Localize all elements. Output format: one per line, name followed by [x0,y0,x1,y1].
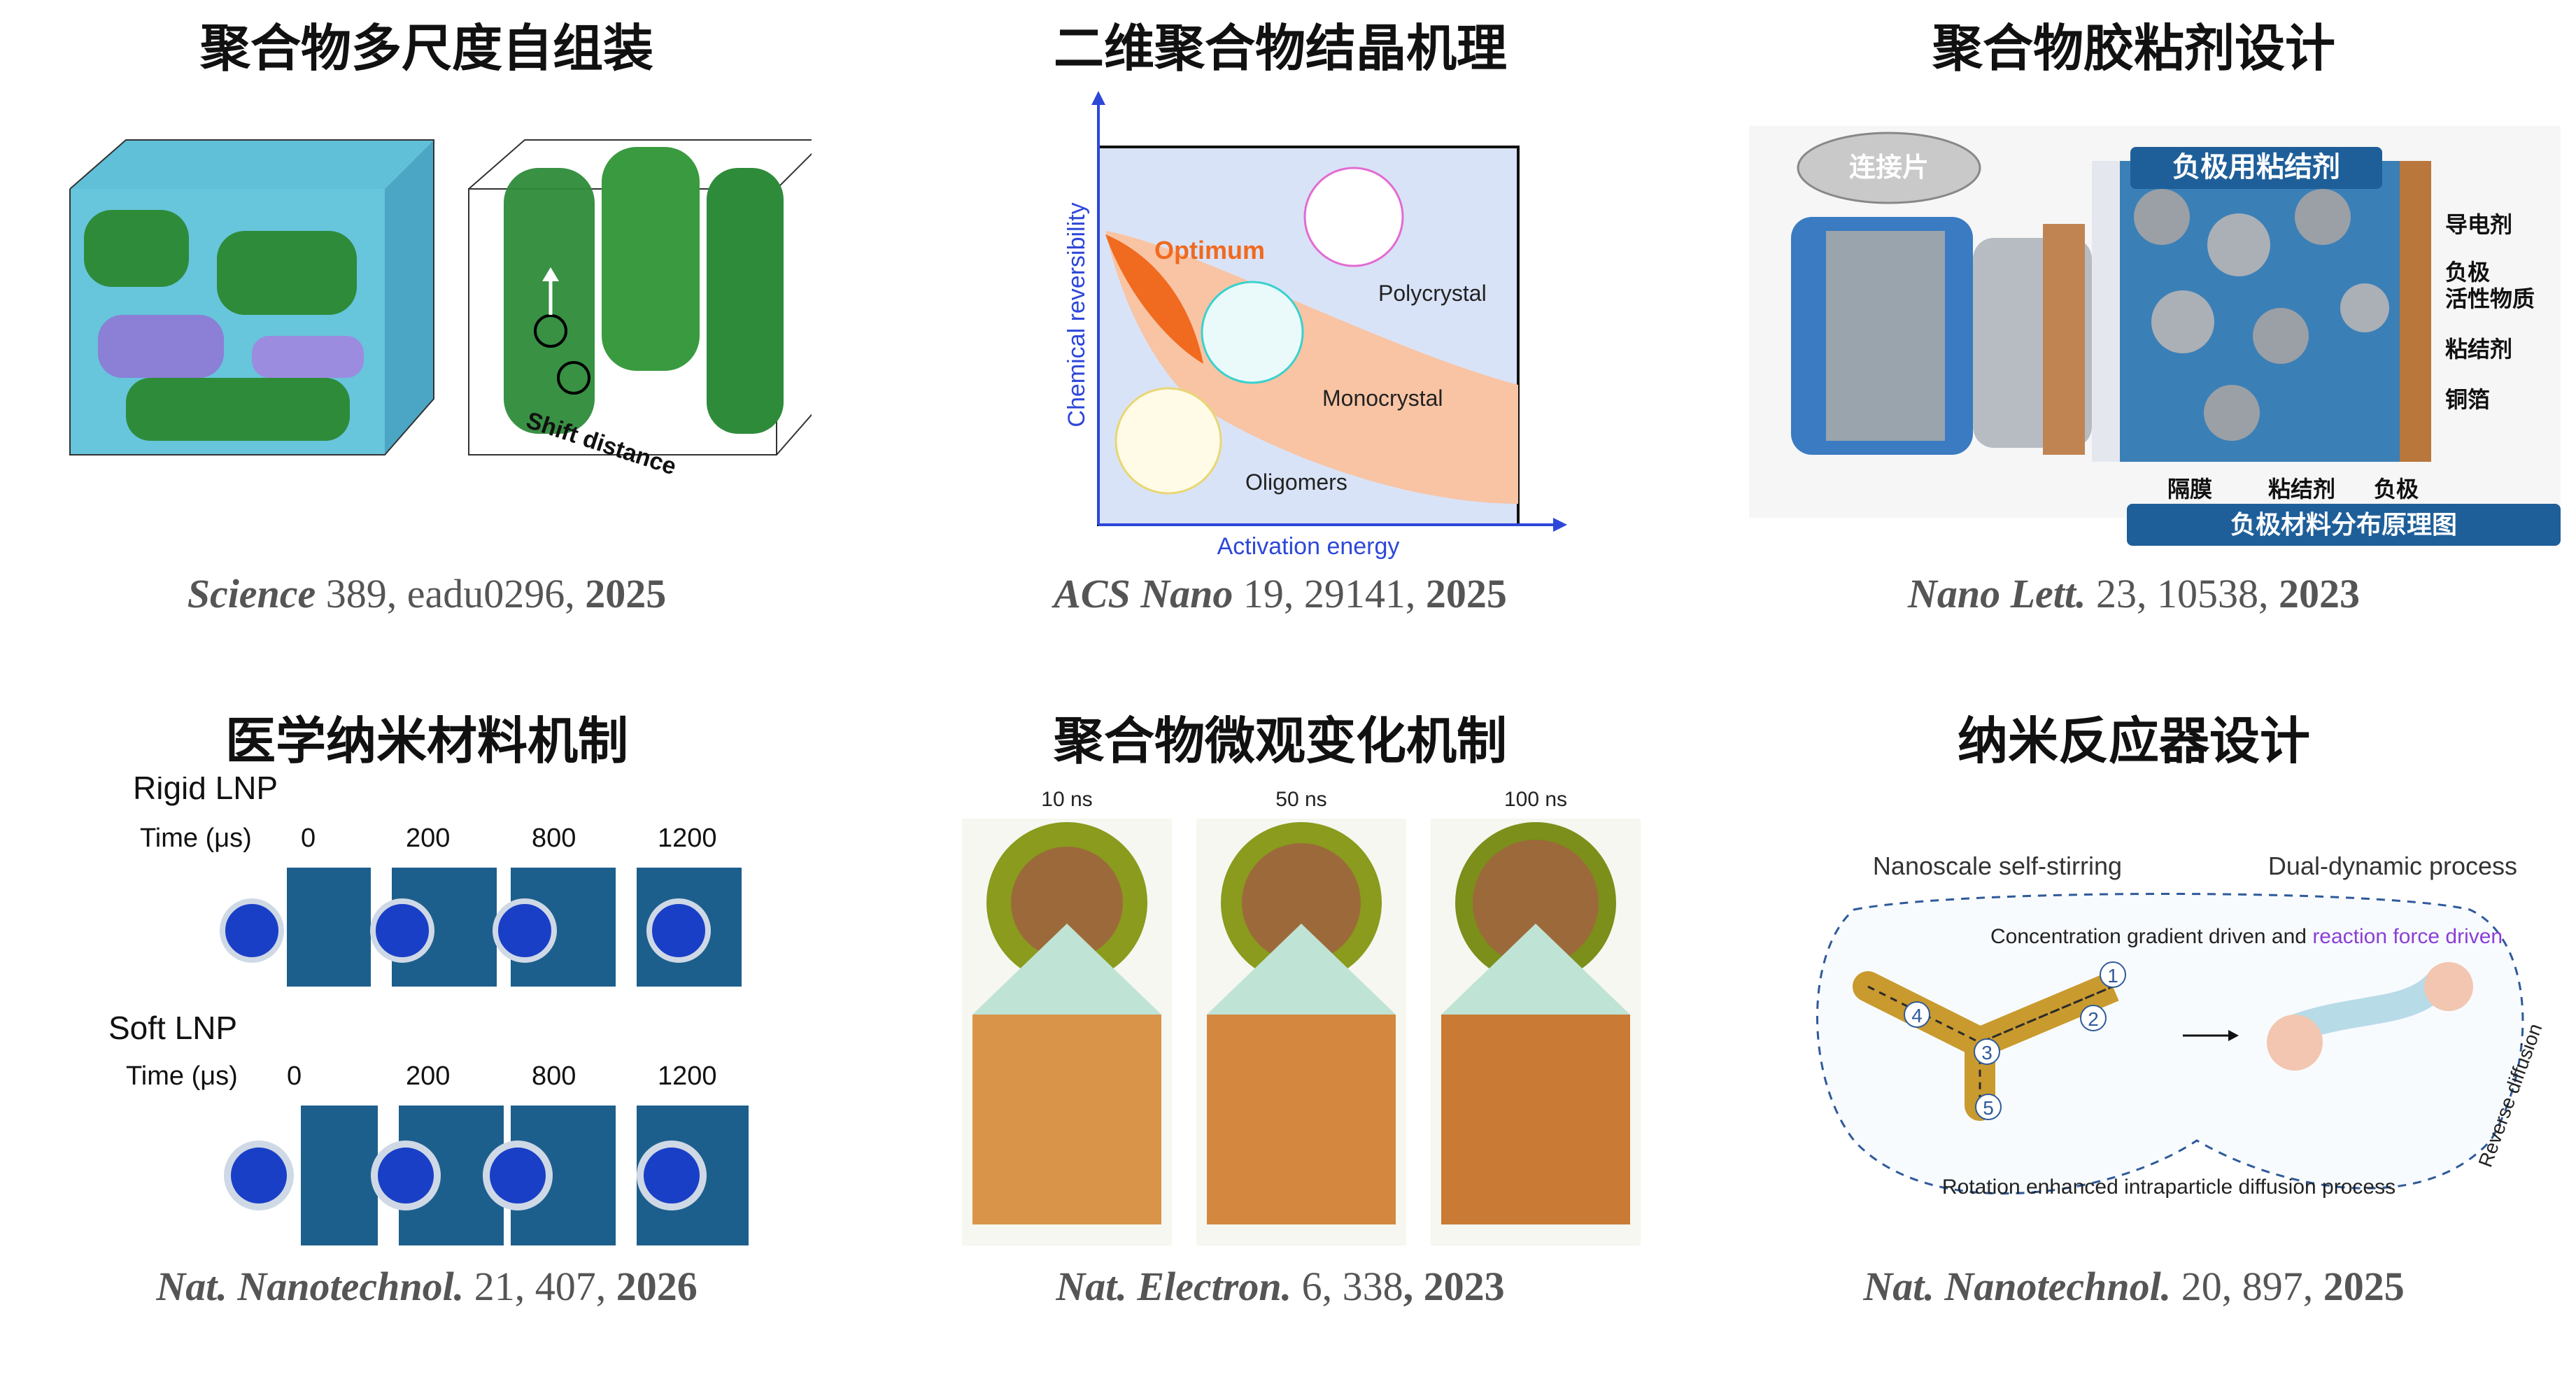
gradient-text-b: reaction force driven [2312,925,2503,948]
soft-time-label: Time (μs) [126,1061,238,1091]
panel-polymer-micro: 聚合物微观变化机制 10 ns 50 ns 100 ns Nat. Electr… [868,693,1693,1364]
oligomers-label: Oligomers [1245,469,1347,495]
citation-year: , 2023 [1403,1264,1505,1309]
diffusion-caption: Rotation enhanced intraparticle diffusio… [1942,1175,2395,1199]
panel-nanoreactor: 纳米反应器设计 Nanoscale self-stirring Dual-dyn… [1721,693,2547,1364]
rigid-time-0: 0 [301,824,316,853]
citation-details: 6, 338 [1291,1264,1403,1309]
panel-binder: 聚合物胶粘剂设计 连接片 负极用粘结剂 导电剂 负极 活性物质 [1721,0,2561,672]
rigid-time-800: 800 [532,824,576,853]
citation: ACS Nano 19, 29141, 2025 [868,570,1693,617]
citation-journal: Nat. Nanotechnol. [1863,1264,2172,1309]
soft-time-200: 200 [406,1061,450,1091]
shift-distance-label: Shift distance [523,407,680,480]
crystallization-diagram: Chemical reversibility Activation energy… [1063,91,1567,560]
gradient-text-a: Concentration gradient driven and [1990,925,2312,948]
panel-title: 聚合物微观变化机制 [1053,712,1507,770]
binder-title: 负极用粘结剂 [2172,152,2340,183]
nanoreactor-diagram: Nanoscale self-stirring Dual-dynamic pro… [1816,852,2546,1199]
copper-label: 铜箔 [2445,387,2490,412]
soft-lnp-label: Soft LNP [108,1010,237,1046]
citation-journal: Nano Lett. [1907,571,2086,616]
md-snapshots: 10 ns 50 ns 100 ns [962,788,1641,1245]
citation-journal: ACS Nano [1054,571,1233,616]
time-50ns: 50 ns [1275,788,1326,811]
gradient-text: Concentration gradient driven and reacti… [1990,925,2503,948]
citation: Nat. Electron. 6, 338, 2023 [868,1263,1693,1310]
citation: Science 389, eadu0296, 2025 [14,570,840,617]
citation-details: 21, 407, [464,1264,616,1309]
citation: Nano Lett. 23, 10538, 2023 [1721,570,2547,617]
citation-year: 2025 [2323,1264,2405,1309]
citation-year: 2023 [2279,571,2361,616]
time-10ns: 10 ns [1041,788,1092,811]
nanoreactor-figure: Nanoscale self-stirring Dual-dynamic pro… [1749,777,2546,1252]
panel-crystallization: 二维聚合物结晶机理 Chemical reversibility Activat… [868,0,1693,672]
soft-time-800: 800 [532,1061,576,1091]
panel-nanomedicine: 医学纳米材料机制 Rigid LNP Time (μs) 0 200 800 1… [14,693,840,1364]
citation-journal: Nat. Nanotechnol. [156,1264,465,1309]
optimum-label: Optimum [1154,236,1265,264]
cap-label: 连接片 [1849,153,1929,183]
rigid-time-200: 200 [406,824,450,853]
citation-details: 20, 897, [2171,1264,2323,1309]
citation-year: 2026 [616,1264,698,1309]
rigid-lnp-label: Rigid LNP [133,777,278,806]
step-4: 4 [1911,1005,1923,1026]
self-assembly-image: Shift distance [69,139,826,480]
step-1: 1 [2107,965,2118,987]
anode-label: 负极 [2374,476,2419,502]
y-axis-label: Chemical reversibility [1063,202,1090,427]
rigid-time-label: Time (μs) [140,824,252,853]
citation: Nat. Nanotechnol. 20, 897, 2025 [1721,1263,2547,1310]
step-2: 2 [2088,1008,2099,1030]
citation: Nat. Nanotechnol. 21, 407, 2026 [14,1263,840,1310]
conductive-label: 导电剂 [2445,212,2512,237]
binder-label: 粘结剂 [2445,337,2512,362]
step-5: 5 [1983,1097,1994,1119]
citation-details: 23, 10538, [2086,571,2279,616]
active-label-2: 活性物质 [2445,286,2535,311]
citation-details: 389, eadu0296, [316,571,586,616]
soft-time-0: 0 [287,1061,302,1091]
panel-title: 二维聚合物结晶机理 [1053,19,1507,78]
x-axis-label: Activation energy [1217,533,1400,560]
active-label-1: 负极 [2445,260,2490,285]
self-stirring-heading: Nanoscale self-stirring [1873,852,2122,880]
step-3: 3 [1981,1042,1993,1064]
panel-title: 聚合物多尺度自组装 [199,19,653,78]
nanomedicine-figure: Rigid LNP Time (μs) 0 200 800 1200 Soft … [42,770,812,1252]
panel-title: 医学纳米材料机制 [225,712,628,770]
soft-time-1200: 1200 [658,1061,717,1091]
crystallization-figure: Chemical reversibility Activation energy… [896,84,1665,560]
rigid-time-1200: 1200 [658,824,717,853]
polycrystal-label: Polycrystal [1378,281,1487,306]
monocrystal-label: Monocrystal [1322,386,1443,411]
diagram-footer: 负极材料分布原理图 [2230,510,2457,539]
separator-label: 隔膜 [2167,476,2212,502]
lnp-diagram: Rigid LNP Time (μs) 0 200 800 1200 Soft … [108,770,749,1245]
battery-diagram: 连接片 负极用粘结剂 导电剂 负极 活性物质 粘结剂 铜箔 隔膜 粘结剂 负极 … [1749,126,2561,546]
citation-journal: Science [187,571,316,616]
citation-year: 2025 [585,571,667,616]
time-100ns: 100 ns [1504,788,1567,811]
binder-label-2: 粘结剂 [2268,476,2335,502]
polymer-micro-figure: 10 ns 50 ns 100 ns [896,777,1665,1252]
binder-figure: 连接片 负极用粘结剂 导电剂 负极 活性物质 粘结剂 铜箔 隔膜 粘结剂 负极 … [1749,84,2561,560]
panel-self-assembly: 聚合物多尺度自组装 Shift distance Scienc [14,0,840,672]
panel-title: 纳米反应器设计 [1957,712,2310,770]
citation-details: 19, 29141, [1233,571,1426,616]
citation-journal: Nat. Electron. [1056,1264,1292,1309]
panel-title: 聚合物胶粘剂设计 [1932,19,2335,78]
self-assembly-figure: Shift distance [42,84,826,560]
citation-year: 2025 [1425,571,1507,616]
dual-dynamic-heading: Dual-dynamic process [2268,852,2517,880]
